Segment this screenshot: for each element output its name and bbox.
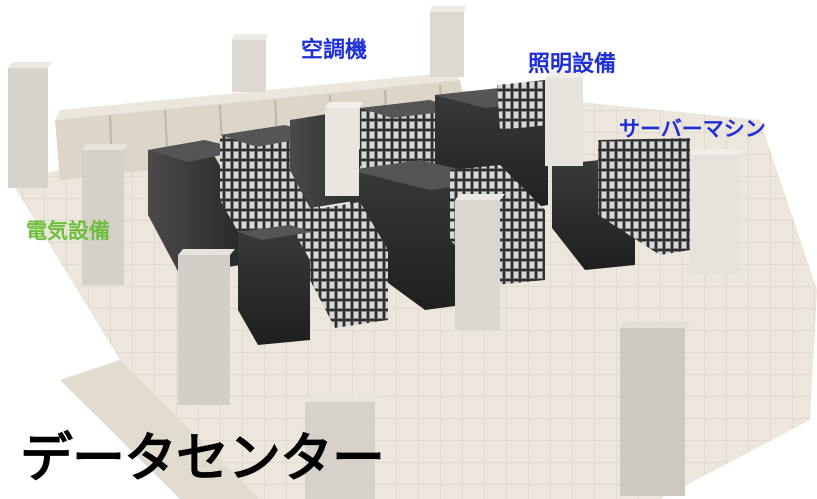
server-rack-row-12	[598, 138, 690, 255]
pillar-mid-3	[82, 144, 128, 285]
pillar-mid-4	[455, 194, 505, 330]
lighting-label: 照明設備	[528, 52, 617, 77]
air-conditioner-label: 空調機	[301, 38, 368, 63]
pillar-mid-1	[325, 102, 363, 196]
pillar-back-left	[8, 62, 52, 188]
pillar-mid-5	[690, 149, 745, 275]
server-rack-row-9	[238, 225, 312, 345]
pillar-front-center	[305, 396, 380, 499]
pillar-back-mid	[232, 34, 268, 92]
raised-floor-front-edge	[60, 360, 260, 499]
page-title: データセンター	[20, 428, 385, 489]
pillar-front-right	[620, 322, 690, 496]
server-rack-row-8	[310, 202, 388, 328]
pillar-front-left	[178, 249, 235, 405]
pillar-back-right	[430, 6, 466, 77]
pillar-mid-2	[545, 72, 587, 166]
server-rack-row-6	[497, 80, 548, 130]
electrical-equipment-label: 電気設備	[26, 219, 110, 243]
server-machine-label: サーバーマシン	[619, 117, 766, 141]
